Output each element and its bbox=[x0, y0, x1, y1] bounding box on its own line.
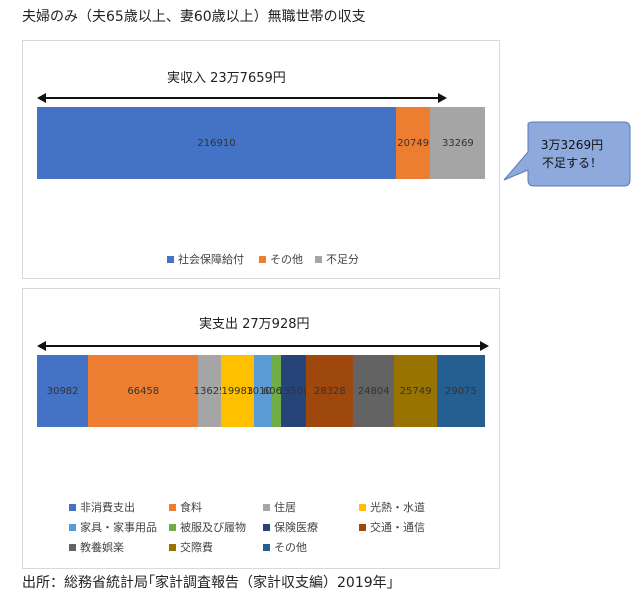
shortfall-callout-text: 3万3269円 不足する！ bbox=[520, 136, 624, 172]
bar-segment-expense-5: 10100 bbox=[246, 355, 278, 427]
legend-label: その他 bbox=[274, 541, 307, 554]
bar-segment-income-1: 216910 bbox=[37, 107, 397, 179]
legend-swatch bbox=[169, 503, 176, 511]
legend-swatch bbox=[69, 503, 76, 511]
expense-range-arrow bbox=[37, 341, 489, 351]
legend-label: 家具・家事用品 bbox=[80, 521, 157, 534]
data-label: 66458 bbox=[127, 385, 160, 397]
legend-label: 光熱・水道 bbox=[370, 501, 425, 514]
data-label: 24804 bbox=[357, 385, 390, 397]
legend-label: 食料 bbox=[180, 501, 202, 514]
shortfall-callout-bubble bbox=[503, 121, 631, 187]
source-footer: 出所：総務省統計局｢家計調査報告（家計収支編）2019年｣ bbox=[22, 575, 394, 591]
bar-segment-expense-10: 25749 bbox=[394, 355, 437, 427]
legend-item: 非消費支出 bbox=[69, 499, 135, 515]
legend-label: 被服及び履物 bbox=[180, 521, 246, 534]
bar-segment-expense-8: 28328 bbox=[306, 355, 354, 427]
callout-line-1: 3万3269円 bbox=[540, 138, 604, 152]
data-label: 10100 bbox=[246, 385, 279, 397]
legend-label: 教養娯楽 bbox=[80, 541, 124, 554]
bar-segment-expense-6: 6065 bbox=[263, 355, 288, 427]
data-label: 13625 bbox=[193, 385, 226, 397]
legend-item: 光熱・水道 bbox=[359, 499, 425, 515]
bar-segment-expense-2: 66458 bbox=[88, 355, 199, 427]
data-label: 33269 bbox=[441, 137, 474, 149]
bar-segment-expense-3: 13625 bbox=[194, 355, 225, 427]
legend-swatch bbox=[359, 523, 366, 531]
data-label: 28328 bbox=[313, 385, 346, 397]
legend-label: 非消費支出 bbox=[80, 501, 135, 514]
data-label: 15500 bbox=[277, 385, 310, 397]
legend-swatch bbox=[263, 523, 270, 531]
bar-segment-expense-11: 29075 bbox=[436, 355, 485, 427]
data-label: 30982 bbox=[46, 385, 79, 397]
legend-item: その他 bbox=[263, 539, 307, 555]
legend-swatch bbox=[167, 255, 174, 263]
legend-item: 不足分 bbox=[315, 251, 359, 267]
bar-segment-expense-1: 30982 bbox=[37, 355, 89, 427]
legend-item: 交際費 bbox=[169, 539, 213, 555]
data-label: 20749 bbox=[397, 137, 430, 149]
legend-swatch bbox=[263, 543, 270, 551]
data-label: 6065 bbox=[262, 385, 289, 397]
legend-item: 教養娯楽 bbox=[69, 539, 124, 555]
legend-swatch bbox=[69, 523, 76, 531]
legend-item: 社会保障給付 bbox=[167, 251, 244, 267]
legend-item: 被服及び履物 bbox=[169, 519, 246, 535]
legend-item: 保険医療 bbox=[263, 519, 318, 535]
bar-segment-expense-7: 15500 bbox=[277, 355, 310, 427]
income-chart-title: 実収入 23万7659円 bbox=[167, 71, 286, 86]
legend-item: 食料 bbox=[169, 499, 202, 515]
legend-item: その他 bbox=[259, 251, 303, 267]
expense-chart-title: 実支出 27万928円 bbox=[199, 317, 310, 332]
bar-segment-income-3: 33269 bbox=[430, 107, 486, 179]
data-label: 29075 bbox=[445, 385, 477, 397]
data-label: 19983 bbox=[221, 385, 254, 397]
legend-label: 交際費 bbox=[180, 541, 213, 554]
callout-line-2: 不足する！ bbox=[541, 156, 602, 170]
income-range-arrow bbox=[37, 93, 447, 103]
income-stacked-bar: 216910 20749 33269 bbox=[37, 107, 487, 179]
data-label: 25749 bbox=[399, 385, 432, 397]
legend-swatch bbox=[69, 543, 76, 551]
legend-swatch bbox=[315, 255, 322, 263]
data-label: 216910 bbox=[197, 137, 236, 149]
bar-segment-expense-4: 19983 bbox=[220, 355, 254, 427]
legend-swatch bbox=[169, 543, 176, 551]
legend-swatch bbox=[263, 503, 270, 511]
legend-label: 不足分 bbox=[326, 253, 359, 266]
legend-swatch bbox=[359, 503, 366, 511]
legend-label: その他 bbox=[270, 253, 303, 266]
chart-heading: 夫婦のみ（夫65歳以上、妻60歳以上）無職世帯の収支 bbox=[22, 9, 366, 25]
legend-label: 交通・通信 bbox=[370, 521, 425, 534]
legend-item: 交通・通信 bbox=[359, 519, 425, 535]
legend-label: 保険医療 bbox=[274, 521, 318, 534]
legend-label: 住居 bbox=[274, 501, 296, 514]
bar-segment-income-2: 20749 bbox=[396, 107, 431, 179]
legend-item: 家具・家事用品 bbox=[69, 519, 157, 535]
legend-item: 住居 bbox=[263, 499, 296, 515]
bar-segment-expense-9: 24804 bbox=[353, 355, 395, 427]
legend-label: 社会保障給付 bbox=[178, 253, 244, 266]
income-chart-panel: 実収入 23万7659円 216910 20749 33269 社会保障給付 その他 不… bbox=[22, 40, 500, 279]
legend-swatch bbox=[259, 255, 266, 263]
legend-swatch bbox=[169, 523, 176, 531]
